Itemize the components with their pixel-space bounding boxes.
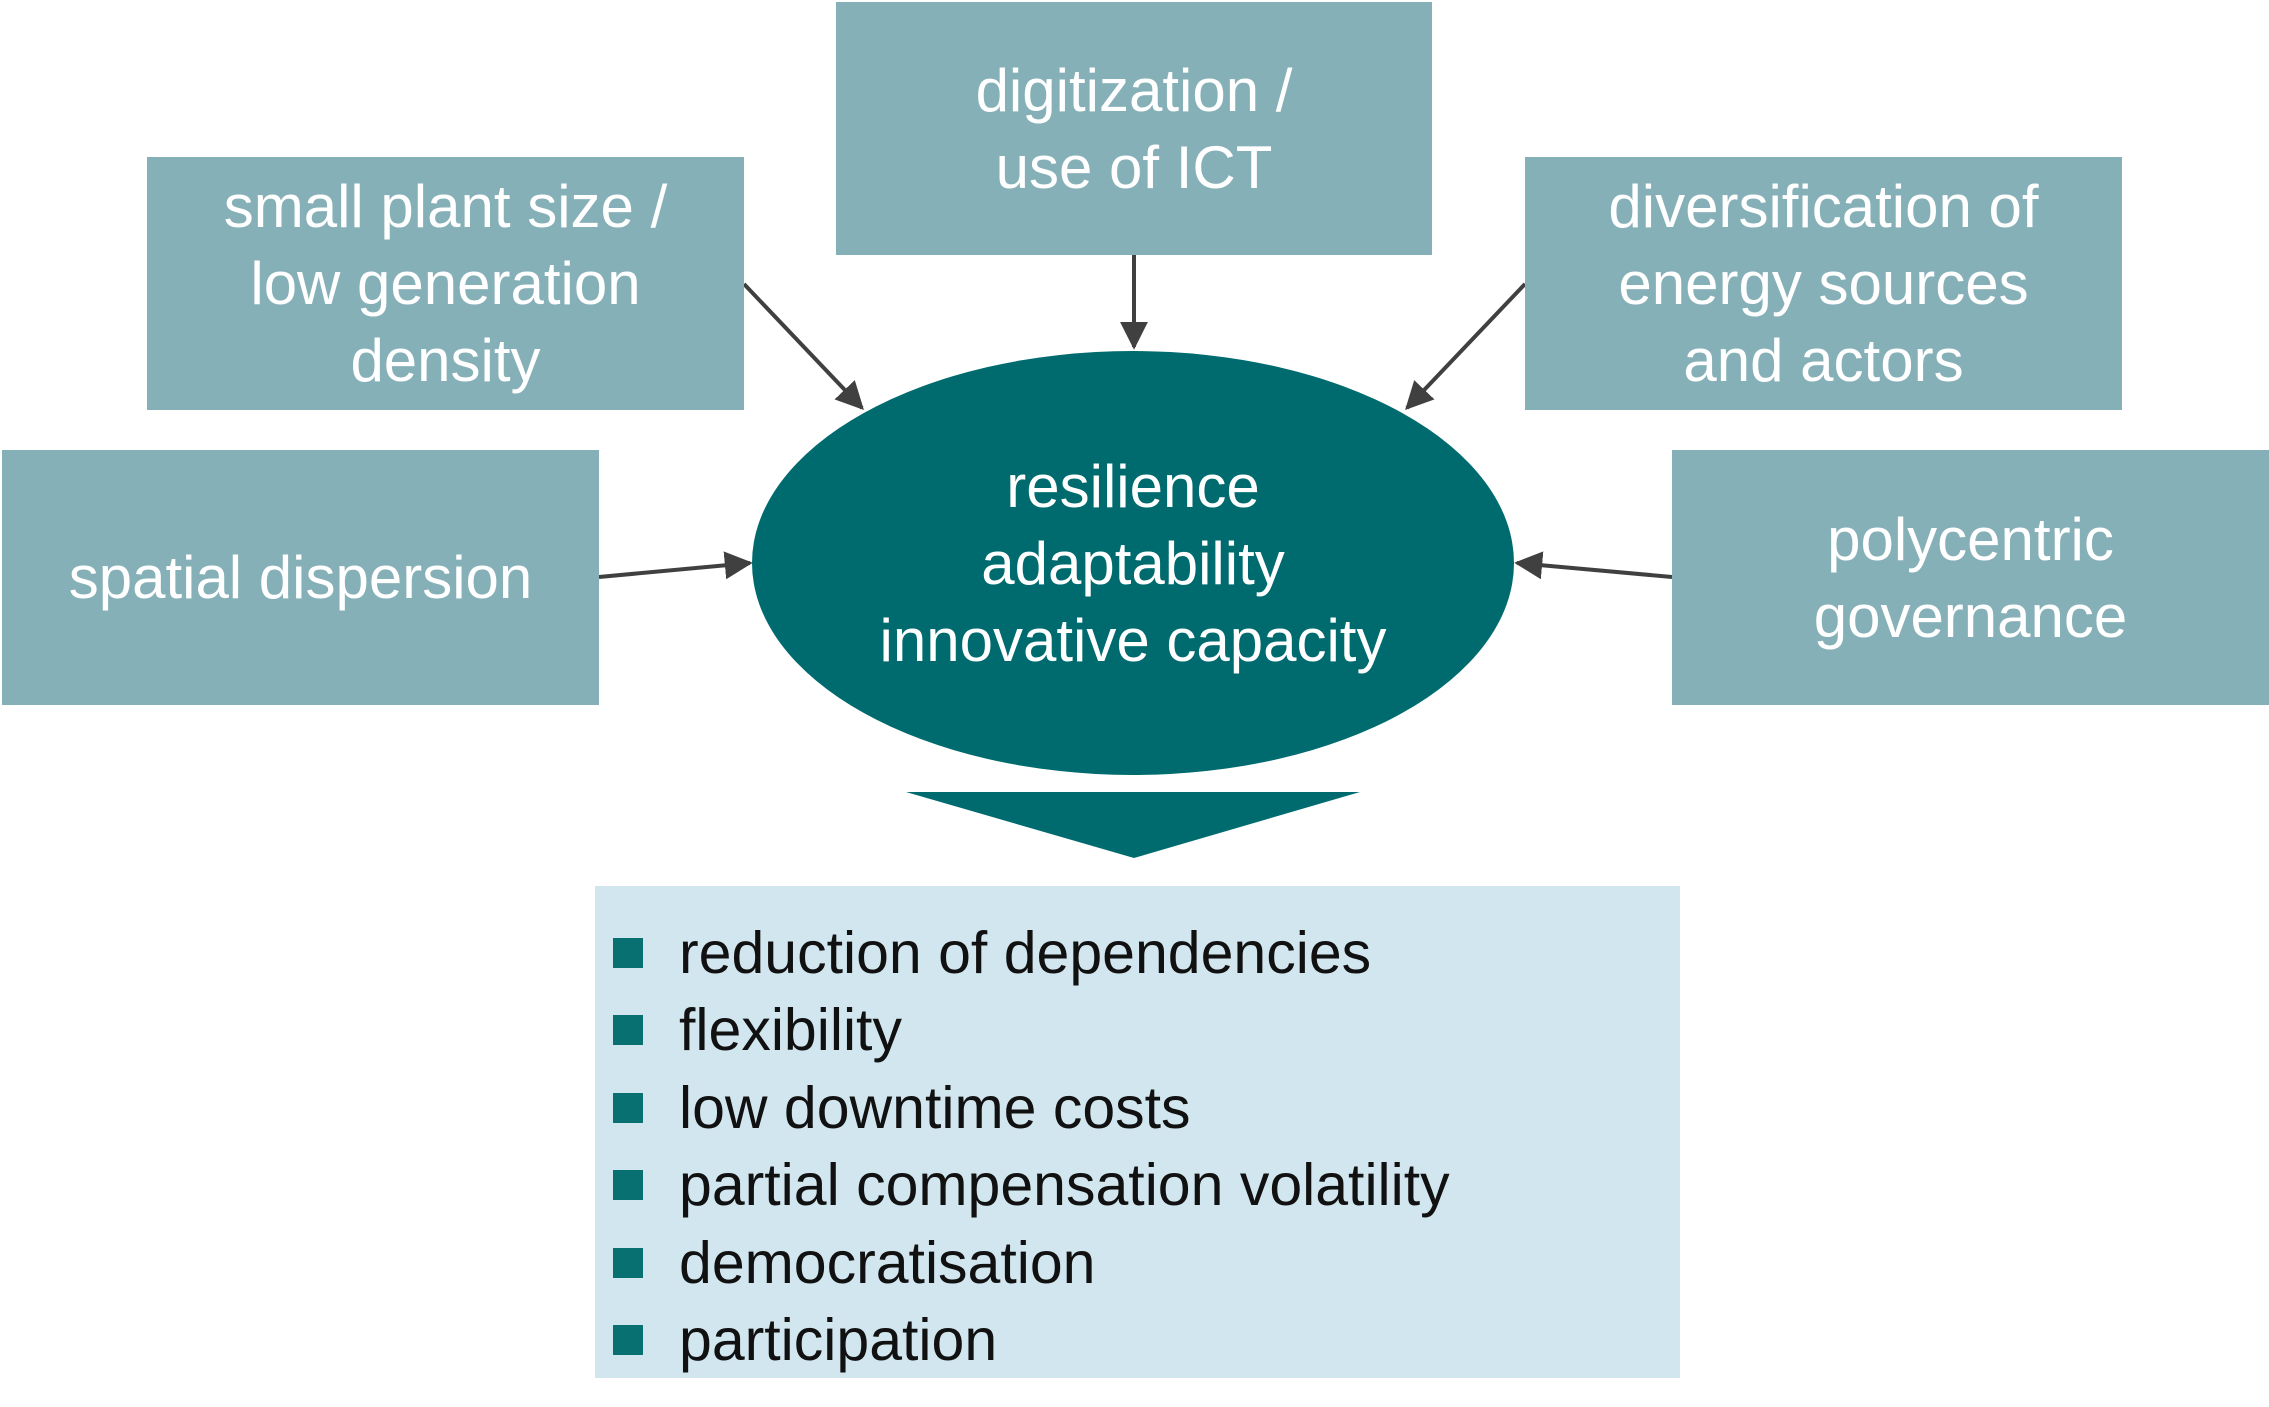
- outcome-text: low downtime costs: [679, 1074, 1191, 1141]
- core-line-adaptability: adaptability: [981, 529, 1285, 597]
- outcomes-list: reduction of dependencies flexibility lo…: [613, 914, 1680, 1379]
- factor-line: energy sources: [1618, 250, 2029, 317]
- factor-diversification: diversification of energy sources and ac…: [1525, 157, 2122, 410]
- square-bullet-icon: [613, 1325, 643, 1356]
- outcome-text: reduction of dependencies: [679, 919, 1372, 986]
- outcome-text: democratisation: [679, 1229, 1096, 1296]
- list-item: participation: [613, 1302, 1680, 1380]
- arrow-polycentric-to-core: [1514, 551, 1673, 580]
- list-item: partial compensation volatility: [613, 1147, 1680, 1225]
- result-arrow: [906, 792, 1360, 858]
- outcomes-box: reduction of dependencies flexibility lo…: [595, 886, 1680, 1378]
- list-item: flexibility: [613, 992, 1680, 1070]
- factor-small-plant-size: small plant size / low generation densit…: [147, 157, 744, 410]
- list-item: low downtime costs: [613, 1069, 1680, 1147]
- core-line-resilience: resilience: [1006, 452, 1260, 520]
- outcome-text: partial compensation volatility: [679, 1152, 1450, 1219]
- list-item: democratisation: [613, 1224, 1680, 1302]
- arrow-spatial-to-core: [598, 551, 753, 580]
- factor-line: spatial dispersion: [68, 544, 533, 611]
- factor-line: digitization /: [975, 56, 1293, 124]
- factor-line: governance: [1813, 582, 2128, 650]
- square-bullet-icon: [613, 937, 643, 968]
- factor-line: diversification of: [1608, 173, 2039, 240]
- square-bullet-icon: [613, 1015, 643, 1046]
- factor-line: small plant size /: [223, 173, 668, 240]
- list-item: reduction of dependencies: [613, 914, 1680, 992]
- outcome-text: participation: [679, 1307, 998, 1374]
- factor-line: low generation: [250, 250, 641, 317]
- factor-line: density: [350, 327, 541, 394]
- factor-line: polycentric: [1827, 505, 2114, 573]
- outcome-text: flexibility: [679, 997, 902, 1064]
- core-ellipse: [752, 351, 1514, 775]
- factor-line: and actors: [1683, 327, 1964, 394]
- factor-digitization: digitization / use of ICT: [836, 2, 1432, 255]
- square-bullet-icon: [613, 1170, 643, 1201]
- core-line-innovative-capacity: innovative capacity: [879, 606, 1387, 674]
- core-label: resilience adaptability innovative capac…: [751, 351, 1515, 775]
- arrow-diversification-to-core: [1405, 282, 1527, 411]
- factor-polycentric-governance: polycentric governance: [1672, 450, 2269, 705]
- factor-spatial-dispersion: spatial dispersion: [2, 450, 599, 705]
- square-bullet-icon: [613, 1092, 643, 1123]
- factor-line: use of ICT: [995, 133, 1273, 201]
- arrow-plant-to-core: [742, 282, 864, 411]
- square-bullet-icon: [613, 1247, 643, 1278]
